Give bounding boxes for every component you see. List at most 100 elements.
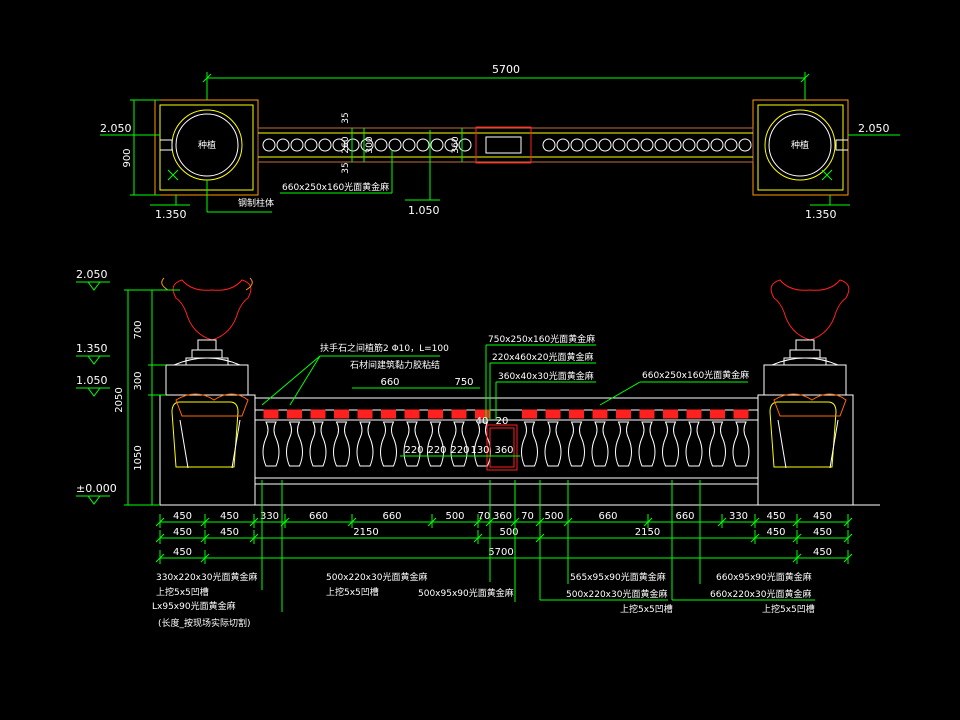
baluster-body [732, 421, 750, 467]
baluster-body [427, 421, 444, 467]
dim-slash [155, 553, 165, 563]
elev-callout-c1: 750x250x160光面黄金麻 [488, 333, 595, 345]
dim-slash [347, 517, 357, 527]
baluster [638, 409, 656, 467]
baluster [356, 409, 374, 467]
dim-row-label: 450 [813, 511, 832, 522]
baluster [262, 409, 280, 467]
dim-row-label: 450 [813, 527, 832, 538]
plan-dim-35a: 35 [341, 112, 351, 123]
baluster [662, 409, 679, 467]
elev-inner-130: 130 [470, 445, 489, 456]
plan-lattice-ring [640, 138, 654, 152]
elev-gate-label-40: 40 [476, 416, 489, 427]
plan-lattice-ring [542, 138, 556, 152]
elev-inner-220b: 220 [427, 445, 446, 456]
note-right2-1: 660x95x90光面黄金麻 [716, 571, 812, 583]
baluster-body [262, 421, 280, 467]
note-mid2: 500x95x90光面黄金麻 [418, 587, 514, 599]
elev-vdim-700: 700 [133, 320, 144, 339]
dim-slash [249, 517, 259, 527]
dim-slash [792, 517, 802, 527]
dim-row-label: 450 [220, 511, 239, 522]
baluster [568, 409, 585, 467]
dim-slash [200, 553, 210, 563]
dim-slash [200, 533, 210, 543]
plan-lattice-ring [724, 138, 738, 152]
baluster-body [662, 421, 679, 467]
dim-row-label: 330 [260, 511, 279, 522]
baluster [591, 409, 609, 467]
dim-slash [473, 517, 483, 527]
baluster-cap [381, 409, 396, 419]
plan-post-label-left: 种植 [198, 139, 216, 151]
plan-lattice-ring [612, 138, 626, 152]
note-left-3: Lx95x90光面黄金麻 [152, 600, 236, 612]
elev-vdim-300: 300 [133, 371, 144, 390]
baluster [309, 409, 327, 467]
dim-row-label: 70 [521, 511, 534, 522]
elev-callout-glue: 石材间建筑黏力胶粘结 [350, 359, 440, 371]
baluster-body [615, 421, 632, 467]
baluster-cap [686, 409, 702, 419]
plan-dim-260: 260 [341, 136, 351, 153]
elev-callout-c3: 360x40x30光面黄金麻 [498, 370, 594, 382]
baluster-cap [522, 409, 537, 419]
elev-level-zero: ±0.000 [76, 482, 117, 495]
baluster-cap [428, 409, 443, 419]
note-left-1: 330x220x30光面黄金麻 [156, 571, 257, 583]
plan-level-left: 2.050 [100, 122, 132, 135]
baluster-body [591, 421, 609, 467]
baluster-body [286, 421, 303, 467]
baluster [333, 409, 350, 467]
plan-lattice-ring [276, 138, 290, 152]
dim-slash [843, 517, 853, 527]
dim-row-label: 2150 [635, 527, 660, 538]
plan-lattice-ring [444, 138, 458, 152]
baluster-body [403, 421, 421, 467]
baluster-cap [733, 409, 749, 419]
plan-lattice-ring [430, 138, 444, 152]
plan-view: 5700 种植 种植 900 2.050 2.050 [100, 63, 900, 221]
baluster [427, 409, 444, 467]
baluster-cap [357, 409, 373, 419]
dim-slash [843, 553, 853, 563]
baluster-body [356, 421, 374, 467]
elev-level-1350: 1.350 [76, 342, 108, 355]
note-right1-1: 565x95x90光面黄金麻 [570, 571, 666, 583]
dim-slash [792, 533, 802, 543]
baluster-body [380, 421, 397, 467]
baluster [450, 409, 468, 467]
baluster-cap [451, 409, 467, 419]
note-right1-2: 500x220x30光面黄金麻 [566, 588, 667, 600]
dim-row-label: 450 [766, 511, 785, 522]
plan-dim-300: 300 [365, 136, 375, 153]
dim-slash [750, 517, 760, 527]
dim-row-label: 330 [729, 511, 748, 522]
plan-lattice-ring [710, 138, 724, 152]
note-right1-3: 上挖5x5凹槽 [620, 603, 673, 615]
elev-callout-c2: 220x460x20光面黄金麻 [492, 351, 593, 363]
baluster-cap [404, 409, 420, 419]
baluster-body [521, 421, 538, 467]
baluster-body [450, 421, 468, 467]
plan-lattice-ring [416, 138, 430, 152]
dim-slash [843, 533, 853, 543]
plan-lattice-ring [332, 138, 346, 152]
plan-level-mid: 1.050 [408, 204, 440, 217]
elev-level-top: 2.050 [76, 268, 108, 281]
elev-inner-220a: 220 [404, 445, 423, 456]
elev-gate-label-20: 20 [496, 416, 509, 427]
baluster-body [638, 421, 656, 467]
plan-lattice-ring [556, 138, 570, 152]
dim-slash [643, 517, 653, 527]
elev-vdim-2050: 2050 [114, 387, 125, 412]
baluster-cap [569, 409, 584, 419]
dim-row-label: 450 [173, 547, 192, 558]
baluster [544, 409, 562, 467]
baluster-body [309, 421, 327, 467]
plan-lattice-ring [668, 138, 682, 152]
note-mid-2: 上挖5x5凹槽 [326, 586, 379, 598]
